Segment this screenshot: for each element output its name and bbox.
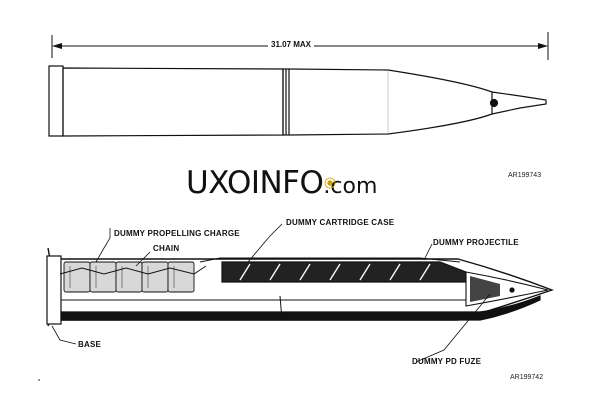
uxoinfo-watermark: UXOINFO.com	[186, 168, 377, 199]
label-chain: CHAIN	[153, 244, 180, 253]
label-dummy-projectile: DUMMY PROJECTILE	[433, 238, 519, 247]
label-base: BASE	[78, 340, 102, 349]
label-dummy-cartridge-case: DUMMY CARTRIDGE CASE	[286, 218, 395, 227]
watermark-brand: UXOINFO	[186, 165, 324, 201]
watermark-suffix: .com	[323, 174, 378, 199]
sectioned-cartridge	[38, 247, 555, 381]
cartridge-outline	[48, 65, 547, 137]
label-dummy-propelling-charge: DUMMY PROPELLING CHARGE	[114, 229, 240, 238]
leader-lines	[51, 223, 491, 363]
figure-ref-top: AR199743	[508, 172, 542, 179]
figure-ref-section: AR199742	[510, 374, 544, 381]
overall-length-label: 31.07 MAX	[268, 40, 315, 49]
label-dummy-pd-fuze: DUMMY PD FUZE	[412, 357, 482, 366]
